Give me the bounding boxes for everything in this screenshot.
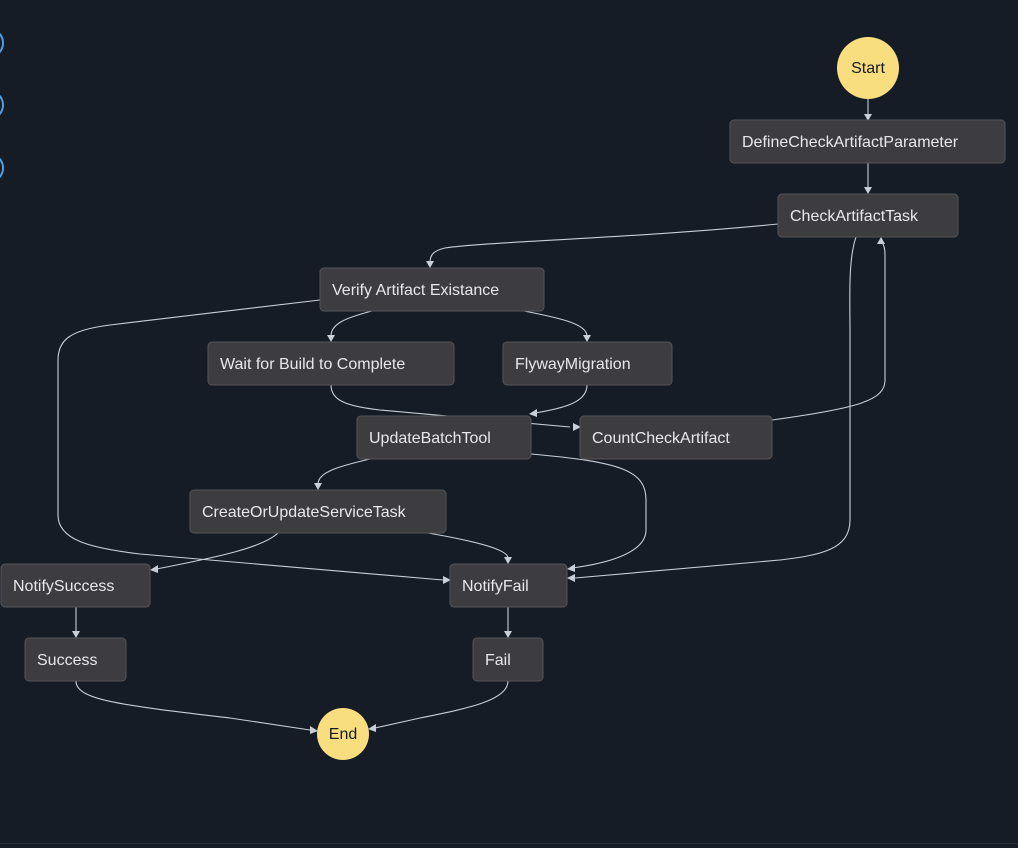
state-box [319,267,545,312]
arrowhead [310,726,318,734]
edge-updatebatch-to-createorupdate [317,458,371,485]
zoom-in-control[interactable] [0,29,4,57]
state-label: Success [37,652,97,669]
edge-check-to-notifyfail [574,236,857,579]
state-label: Fail [485,652,511,669]
state-label: Verify Artifact Existance [332,282,499,299]
arrowhead [529,409,537,417]
state-label: Wait for Build to Complete [220,356,405,373]
state-update-batch-tool[interactable]: UpdateBatchTool [356,415,532,460]
edge-verify-to-notifyfail [57,299,444,581]
start-label: Start [851,60,885,77]
state-box [729,119,1006,164]
arrowhead [150,565,158,573]
state-check-artifact-task[interactable]: CheckArtifactTask [777,193,959,238]
edge-createorupdate-to-notifyfail [427,532,509,559]
arrowhead [567,574,575,582]
state-box [356,415,532,460]
state-box [207,341,455,386]
arrowhead [504,631,512,638]
state-box [24,637,127,682]
state-success[interactable]: Success [24,637,127,682]
state-fail[interactable]: Fail [472,637,544,682]
state-label: FlywayMigration [515,356,631,373]
state-box [502,341,673,386]
arrowhead [314,483,322,490]
edges [57,98,886,734]
state-label: CountCheckArtifact [592,430,730,447]
edge-wait-to-countcheck [330,384,571,428]
state-label: NotifyFail [462,578,529,595]
state-verify-artifact-existance[interactable]: Verify Artifact Existance [319,267,545,312]
end-label: End [329,726,357,743]
state-label: NotifySuccess [13,578,114,595]
state-box [777,193,959,238]
arrowhead [583,335,591,342]
arrowhead [327,335,335,342]
edge-verify-to-wait [330,310,373,337]
edge-check-to-verify [429,223,779,264]
arrowhead [443,576,451,584]
state-define-check-artifact-parameter[interactable]: DefineCheckArtifactParameter [729,119,1006,164]
state-flyway-migration[interactable]: FlywayMigration [502,341,673,386]
state-notify-success[interactable]: NotifySuccess [0,563,151,608]
state-box [0,563,151,608]
edge-success-to-end [75,680,311,731]
edge-createorupdate-to-notifysuccess [156,532,279,570]
end-circle [317,708,369,760]
edge-updatebatch-to-notifyfail [530,453,647,569]
arrowhead [864,187,872,194]
arrowhead [72,631,80,638]
arrowhead [567,564,575,572]
arrowhead [368,724,376,732]
state-create-or-update-service-task[interactable]: CreateOrUpdateServiceTask [189,489,447,534]
arrowhead [504,557,512,564]
zoom-reset-control[interactable] [0,154,4,182]
end-node[interactable]: End [317,708,369,760]
zoom-out-control[interactable] [0,91,4,119]
state-count-check-artifact[interactable]: CountCheckArtifact [579,415,773,460]
state-box [449,563,568,608]
start-circle [837,37,899,99]
zoom-controls[interactable] [0,29,4,182]
state-label: CreateOrUpdateServiceTask [202,504,407,521]
edge-countcheck-to-checkartifact [771,240,886,421]
state-wait-for-build[interactable]: Wait for Build to Complete [207,341,455,386]
state-label: CheckArtifactTask [790,208,919,225]
state-box [189,489,447,534]
start-node[interactable]: Start [837,37,899,99]
edge-fail-to-end [374,680,509,729]
arrowhead [426,261,434,268]
state-box [472,637,544,682]
edge-flyway-to-updatebatch [534,384,588,414]
state-label: UpdateBatchTool [369,430,491,447]
edge-verify-to-flyway [523,310,588,337]
bottom-divider [0,843,1018,844]
state-notify-fail[interactable]: NotifyFail [449,563,568,608]
arrowhead [864,114,872,121]
state-box [579,415,773,460]
arrowhead [877,237,885,244]
state-label: DefineCheckArtifactParameter [742,134,959,151]
arrowhead [573,423,581,431]
